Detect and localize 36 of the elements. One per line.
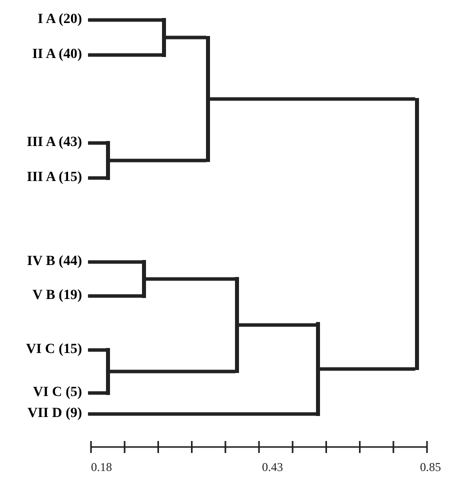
sample-label: VI C (15) — [0, 341, 88, 359]
dendrogram-branch — [88, 412, 316, 416]
dendrogram-branch — [88, 294, 142, 298]
dendrogram-branch — [238, 323, 316, 327]
cluster-junction — [106, 348, 110, 395]
dendrogram-branch — [88, 391, 106, 395]
dendrogram-branch — [146, 277, 236, 281]
axis-tick-label: 0.18 — [91, 460, 112, 474]
dendrogram-branch — [210, 97, 416, 101]
cluster-junction — [206, 36, 210, 162]
cluster-junction — [235, 277, 239, 373]
sample-label: II A (40) — [0, 46, 88, 64]
dendrogram-branch — [320, 367, 416, 371]
axis-tick-label: 0.43 — [262, 460, 283, 474]
dendrogram-branch — [88, 53, 162, 57]
axis-tick-label: 0.85 — [420, 460, 441, 474]
dendrogram-branch — [166, 36, 206, 40]
cluster-junction — [316, 322, 320, 416]
sample-label: V B (19) — [0, 287, 88, 305]
dendrogram-branch — [110, 370, 236, 374]
sample-label: I A (20) — [0, 11, 88, 29]
cluster-junction — [162, 18, 166, 57]
dendrogram-branch — [88, 176, 106, 180]
cluster-junction — [106, 141, 110, 180]
dendrogram-branch — [88, 260, 142, 264]
dendrogram-branch — [110, 158, 206, 162]
dendrogram-branch — [88, 141, 106, 145]
sample-label: III A (43) — [0, 134, 88, 152]
cluster-junction — [142, 260, 146, 298]
dendrogram-branch — [88, 18, 162, 22]
sample-label: IV B (44) — [0, 253, 88, 271]
sample-label: VI C (5) — [0, 384, 88, 402]
sample-label: III A (15) — [0, 169, 88, 187]
cluster-junction — [415, 98, 419, 370]
dendrogram-branch — [88, 348, 106, 352]
sample-label: VII D (9) — [0, 405, 88, 423]
